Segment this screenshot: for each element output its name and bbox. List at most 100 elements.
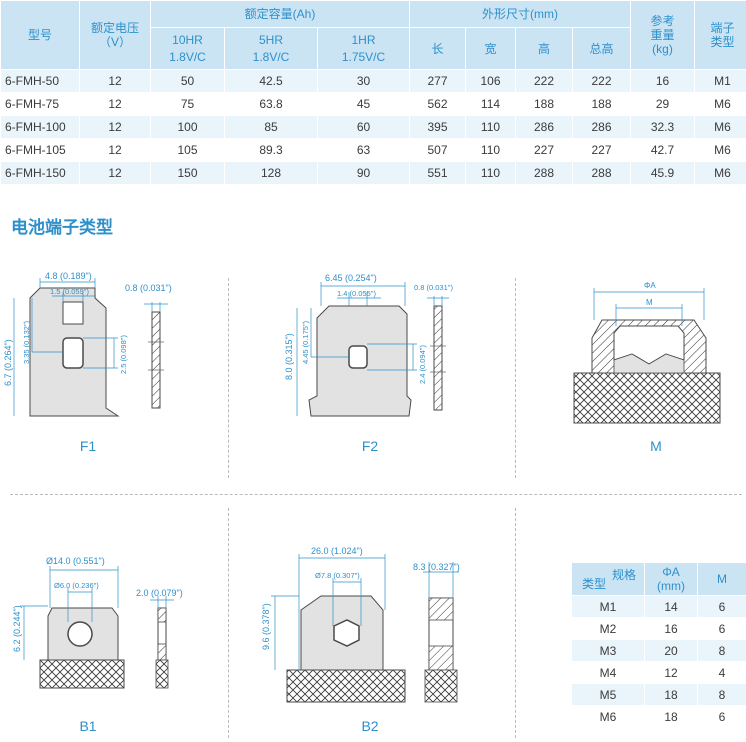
divider [515,508,516,738]
divider [10,494,742,495]
b2-dim-width: 26.0 (1.024") [311,546,363,556]
b2-dim-thickness: 8.3 (0.327") [413,562,460,572]
cell-weight: 42.7 [631,139,694,161]
header-weight: 参考 重量 (kg) [631,1,694,69]
cell-voltage: 12 [80,162,150,184]
b1-dim-height: 6.2 (0.244") [12,605,22,652]
f1-dim-width: 4.8 (0.189") [45,271,92,281]
header-rated-voltage-label: 额定电压 [90,21,139,35]
header-rated-voltage: 额定电压 （V） [80,1,150,69]
terminal-b2-drawing: 26.0 (1.024") Ø7.8 (0.307") 9.6 (0.378")… [261,546,460,703]
terminal-f2-label: F2 [361,438,379,454]
terminal-b2-profile [428,597,454,621]
terminal-b2-base [286,669,406,703]
header-total-height: 总高 [573,28,630,69]
cell-cap-10hr: 75 [151,93,224,115]
m-dim-outer: ΦA [644,281,656,290]
cell-total-height: 222 [573,70,630,92]
terminal-m-drawing: ΦA M [573,281,721,424]
table-row: 6-FMH-105 12 105 89.3 63 507 110 227 227… [1,139,746,161]
cell-cap-1hr: 60 [318,116,409,138]
header-weight-mid: 重量 [650,28,675,42]
terminal-b2-label: B2 [361,718,379,734]
header-height: 高 [516,28,572,69]
cell-width: 114 [466,93,515,115]
terminal-size-table: 规格 类型 ΦA (mm) M M1 14 6 M2 16 6 M3 20 8 [571,562,746,728]
cell-width: 106 [466,70,515,92]
terminal-f1-hole [62,337,84,369]
cell-weight: 16 [631,70,694,92]
divider [228,278,229,478]
header-5hr: 5HR 1.8V/C [225,28,317,69]
cell-width: 110 [466,139,515,161]
cell-model: 6-FMH-50 [1,70,79,92]
header-model: 型号 [1,1,79,69]
f2-dim-height: 8.0 (0.315") [284,333,294,380]
cell-model: 6-FMH-105 [1,139,79,161]
header-weight-unit: (kg) [652,42,673,56]
cell-cap-10hr: 150 [151,162,224,184]
cell-cap-10hr: 50 [151,70,224,92]
cell-voltage: 12 [80,139,150,161]
cell-a: 16 [645,618,697,639]
header-terminal: 端子 类型 [695,1,746,69]
header-10hr-voltage: 1.8V/C [169,49,206,64]
cell-m: 8 [698,640,746,661]
divider [228,508,229,738]
table-row: M6 18 6 [572,706,746,727]
terminal-f1-profile [151,311,161,409]
header-rated-voltage-unit: （V） [98,35,131,49]
header-width: 宽 [466,28,515,69]
cell-model: 6-FMH-100 [1,116,79,138]
header-5hr-label: 5HR [258,32,283,47]
cell-total-height: 288 [573,162,630,184]
cell-weight: 32.3 [631,116,694,138]
cell-weight: 45.9 [631,162,694,184]
header-length: 长 [410,28,465,69]
b2-dim-hole: Ø7.8 (0.307") [315,571,360,580]
terminal-f2-profile [433,305,443,411]
cell-cap-1hr: 63 [318,139,409,161]
cell-type: M1 [572,596,644,617]
size-table-header-a-label: ΦA [662,565,680,579]
section-title: 电池端子类型 [11,218,113,237]
cell-length: 277 [410,70,465,92]
f1-dim-thickness: 0.8 (0.031") [125,283,172,293]
header-1hr: 1HR 1.75V/C [318,28,409,69]
cell-height: 286 [516,116,572,138]
cell-height: 227 [516,139,572,161]
size-table-header-a: ΦA (mm) [645,563,697,595]
cell-length: 562 [410,93,465,115]
cell-weight: 29 [631,93,694,115]
cell-m: 8 [698,684,746,705]
cell-cap-1hr: 90 [318,162,409,184]
f1-dim-hole-height: 2.5 (0.098") [119,335,128,374]
size-table-corner: 规格 类型 [572,563,644,595]
size-table-corner-type: 类型 [582,577,607,591]
cell-a: 20 [645,640,697,661]
terminal-b1-drawing: Ø14.0 (0.551") Ø6.0 (0.236") 6.2 (0.244"… [12,556,183,689]
cell-terminal: M6 [695,139,746,161]
cell-m: 6 [698,706,746,727]
header-terminal-bottom: 类型 [710,35,735,49]
cell-length: 395 [410,116,465,138]
cell-height: 222 [516,70,572,92]
cell-cap-5hr: 63.8 [225,93,317,115]
header-1hr-label: 1HR [351,32,376,47]
terminal-b1-profile [157,607,167,623]
terminal-b2-hole [333,619,360,647]
size-table-header-a-unit: (mm) [657,579,685,593]
cell-model: 6-FMH-75 [1,93,79,115]
cell-total-height: 227 [573,139,630,161]
b1-dim-thickness: 2.0 (0.079") [136,588,183,598]
terminal-f2-hole [348,345,368,369]
divider [515,278,516,478]
cell-m: 6 [698,618,746,639]
header-terminal-top: 端子 [710,21,735,35]
cell-height: 188 [516,93,572,115]
terminal-f2-drawing: 6.45 (0.254") 1.4 (0.055") 8.0 (0.315") … [284,273,453,417]
b2-dim-height: 9.6 (0.378") [261,603,271,650]
table-row: 6-FMH-75 12 75 63.8 45 562 114 188 188 2… [1,93,746,115]
terminal-b1-base [39,659,125,689]
terminal-f1-drawing: 4.8 (0.189") 1.5 (0.059") 6.7 (0.264") 3… [3,271,172,417]
